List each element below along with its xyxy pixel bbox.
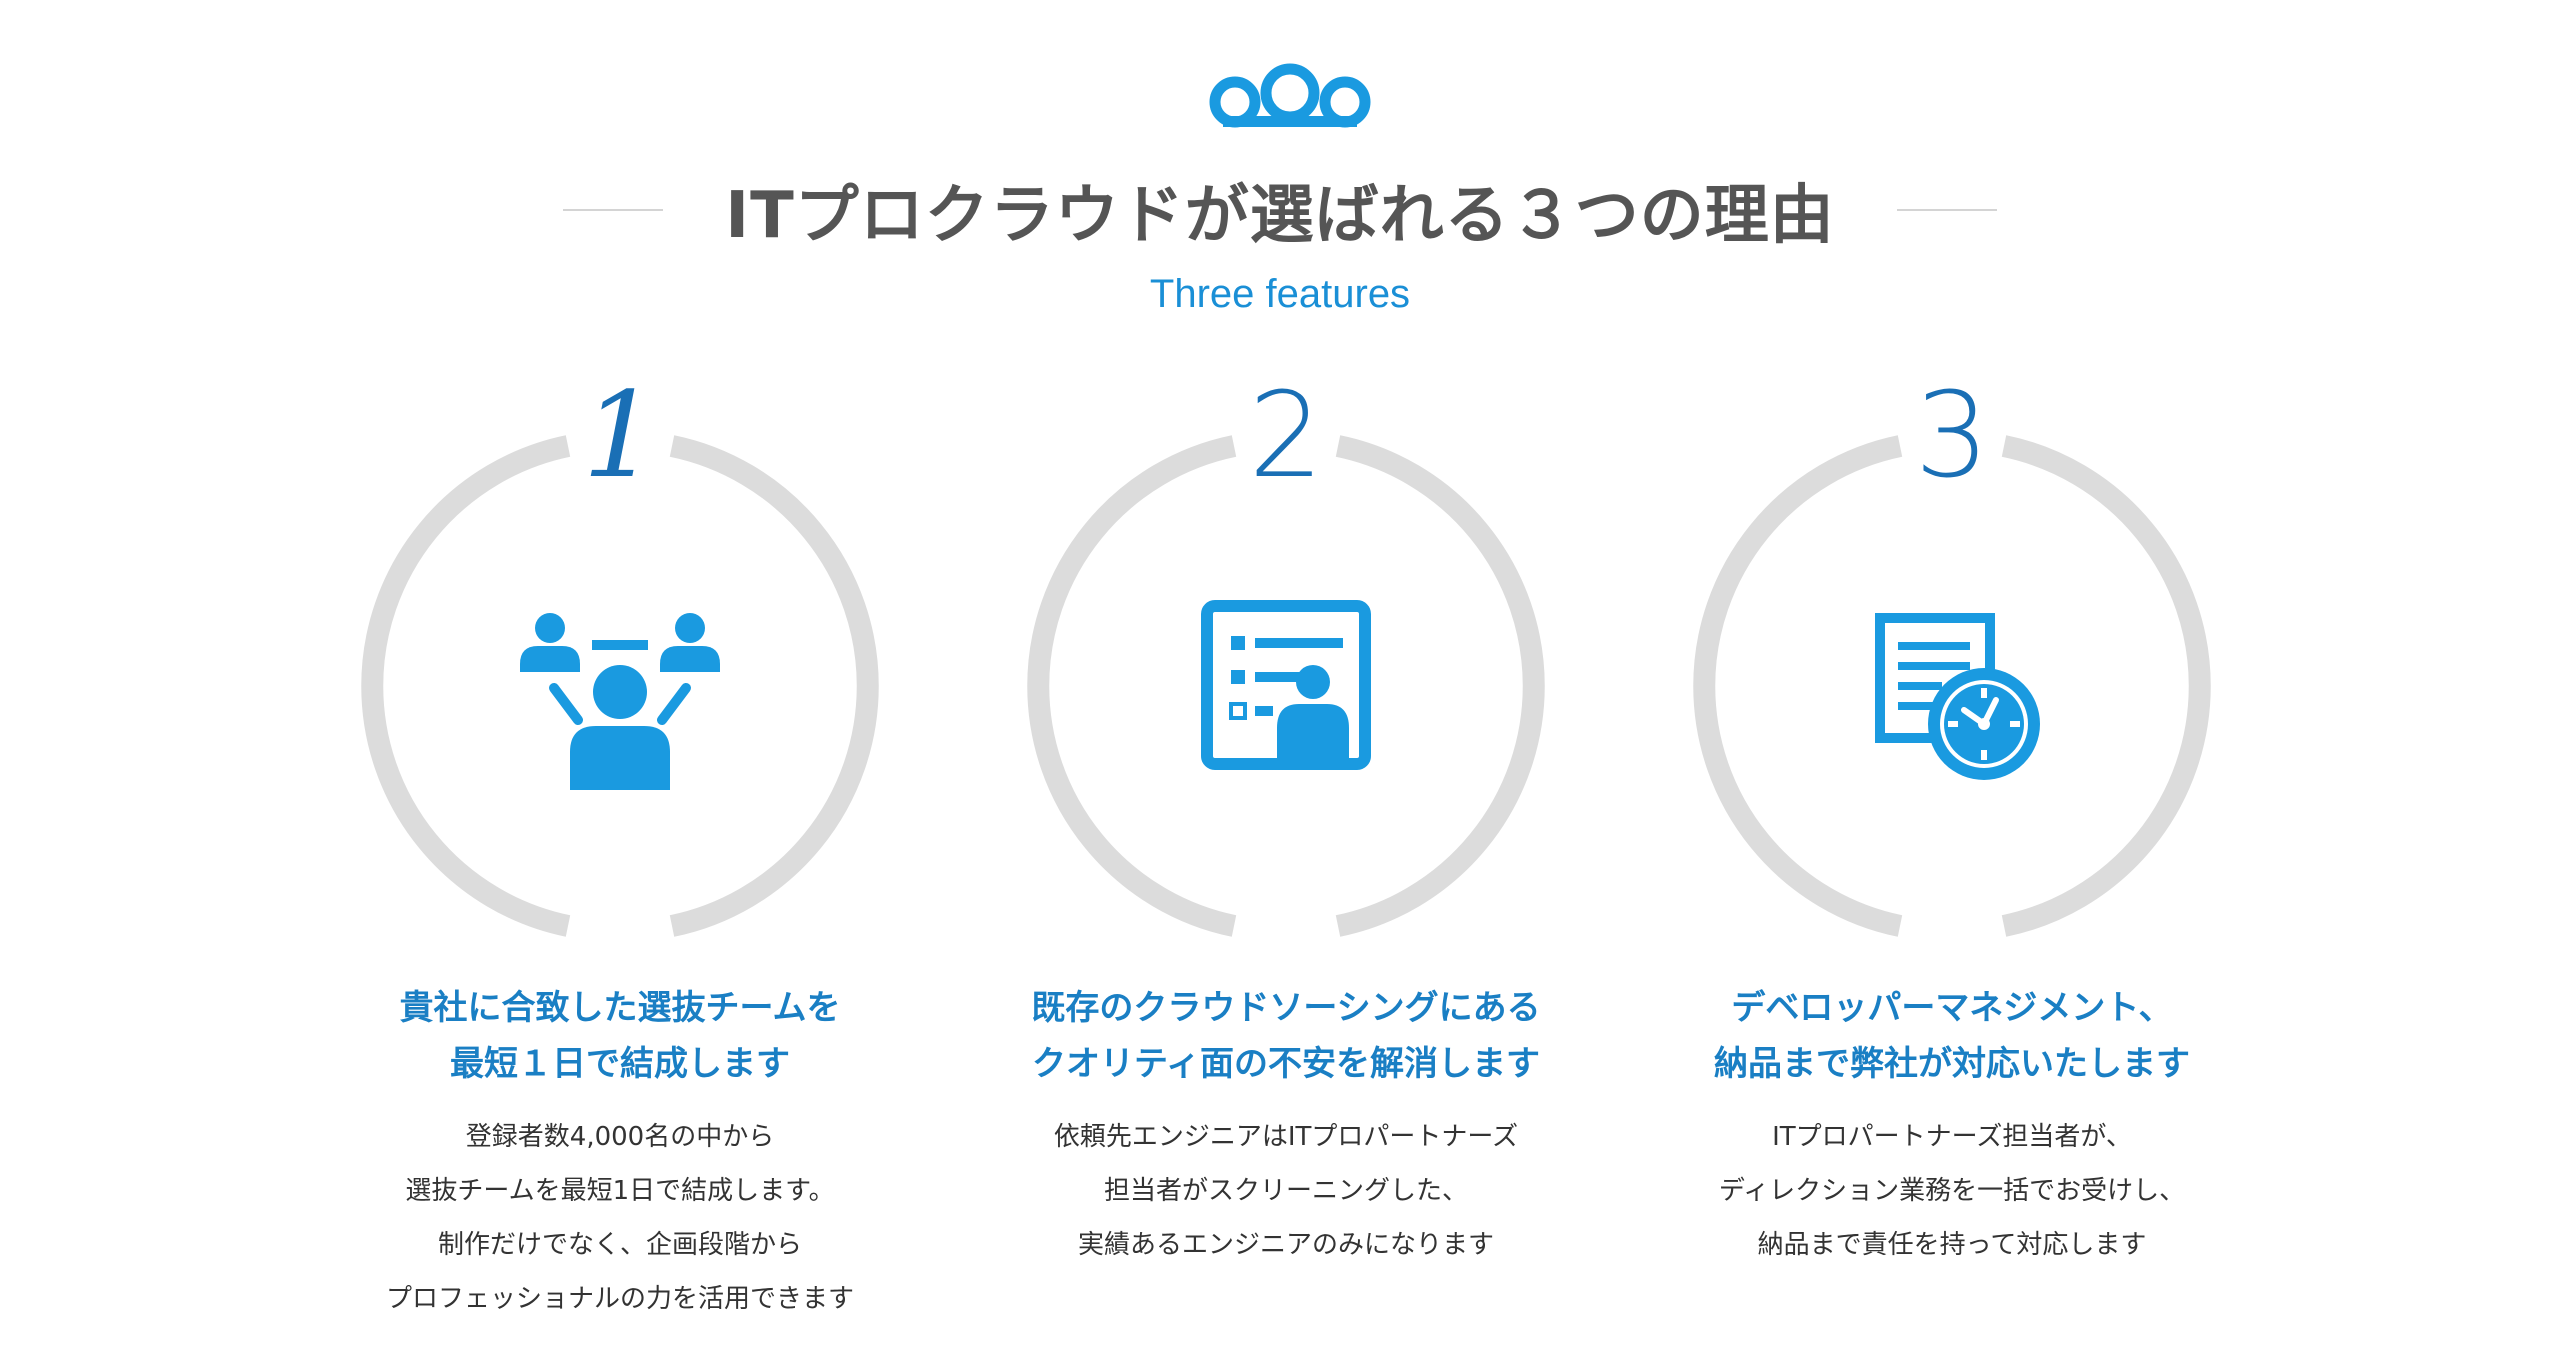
cloud-logo-icon [1209,63,1371,128]
feature-description: ITプロパートナーズ担当者が、 ディレクション業務を一括でお受けし、 納品まで責… [1632,1110,2272,1272]
feature-title-line: 貴社に合致した選抜チームを [399,988,841,1028]
section-title-row: ITプロクラウドが選ばれる３つの理由 [0,160,2560,260]
feature-number: 3 [1914,366,1990,504]
feature-title: デベロッパーマネジメント、 納品まで弊社が対応いたします [1632,980,2272,1092]
feature-number: 2 [1248,366,1324,504]
feature-description: 登録者数4,000名の中から 選抜チームを最短1日で結成します。 制作だけでなく… [300,1110,940,1326]
title-divider-left [563,209,664,211]
feature-number: 1 [582,366,658,504]
feature-desc-line: 選抜チームを最短1日で結成します。 [405,1176,835,1206]
feature-title: 既存のクラウドソーシングにある クオリティ面の不安を解消します [966,980,1606,1092]
feature-desc-line: 制作だけでなく、企画段階から [437,1230,802,1260]
section-title: ITプロクラウドが選ばれる３つの理由 [725,179,1835,253]
feature-desc-line: ITプロパートナーズ担当者が、 [1772,1122,2132,1152]
feature-title-line: デベロッパーマネジメント、 [1731,988,2173,1028]
feature-desc-line: ディレクション業務を一括でお受けし、 [1718,1176,2186,1206]
feature-title-line: 既存のクラウドソーシングにある [1031,988,1541,1028]
team-people-icon [520,613,720,790]
feature-desc-line: 納品まで責任を持って対応します [1757,1230,2147,1260]
document-clock-icon [1875,613,2040,780]
feature-desc-line: 依頼先エンジニアはITプロパートナーズ [1053,1122,1519,1152]
feature-card-3: 3 デベロッパーマネジメント、 納品まで弊社が対応いたします ITプロパートナー… [1632,366,2272,1340]
feature-title: 貴社に合致した選抜チームを 最短１日で結成します [300,980,940,1092]
section-subtitle: Three features [1149,272,1411,316]
feature-title-line: 最短１日で結成します [450,1044,790,1084]
feature-title-line: 納品まで弊社が対応いたします [1714,1044,2190,1084]
feature-description: 依頼先エンジニアはITプロパートナーズ 担当者がスクリーニングした、 実績あるエ… [966,1110,1606,1272]
feature-desc-line: 担当者がスクリーニングした、 [1103,1176,1468,1206]
feature-card-1: 1 貴社に合致した選抜チームを 最短１日で結成します 登録者数4,000名の中か… [300,366,940,1340]
feature-desc-line: プロフェッショナルの力を活用できます [385,1284,854,1314]
title-divider-right [1896,209,1997,211]
feature-desc-line: 実績あるエンジニアのみになります [1077,1230,1494,1260]
profile-checklist-icon [1201,600,1371,770]
feature-ring [1693,435,2211,937]
feature-card-2: 2 既存のクラウドソーシングにある クオリティ面の不安を解消します 依頼先エンジ… [966,366,1606,1340]
feature-desc-line: 登録者数4,000名の中から [465,1122,775,1152]
feature-ring [1027,435,1545,937]
feature-title-line: クオリティ面の不安を解消します [1032,1044,1540,1084]
feature-ring [361,435,879,937]
